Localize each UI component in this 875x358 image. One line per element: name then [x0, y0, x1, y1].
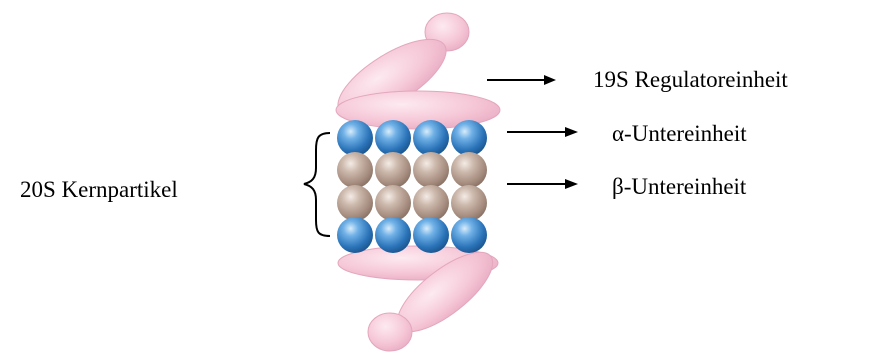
label-alpha-subunit: α-Untereinheit — [612, 122, 747, 145]
arrow-alpha — [507, 127, 578, 137]
beta-subunit — [375, 152, 411, 188]
beta-subunit — [451, 185, 487, 221]
beta-ring-bottom — [337, 185, 487, 221]
core-brace — [304, 133, 330, 236]
alpha-subunit — [375, 120, 411, 156]
alpha-subunit — [451, 217, 487, 253]
arrow-regulatory — [487, 75, 556, 85]
alpha-subunit — [337, 120, 373, 156]
alpha-subunit — [337, 217, 373, 253]
alpha-subunit — [451, 120, 487, 156]
alpha-subunit — [413, 217, 449, 253]
label-20s-core-particle: 20S Kernpartikel — [20, 178, 178, 201]
beta-subunit — [413, 185, 449, 221]
bottom-cap-ball — [368, 313, 412, 351]
beta-subunit — [413, 152, 449, 188]
arrow-beta — [507, 179, 578, 189]
core-particle — [337, 120, 487, 253]
alpha-subunit — [375, 217, 411, 253]
beta-subunit — [451, 152, 487, 188]
label-beta-subunit: β-Untereinheit — [612, 175, 746, 198]
beta-subunit — [375, 185, 411, 221]
label-19s-regulatory: 19S Regulatoreinheit — [593, 68, 788, 91]
beta-ring-top — [337, 152, 487, 188]
alpha-subunit — [413, 120, 449, 156]
bottom-regulatory-particle — [338, 239, 504, 351]
beta-subunit — [337, 185, 373, 221]
top-regulatory-particle — [327, 13, 500, 131]
beta-subunit — [337, 152, 373, 188]
